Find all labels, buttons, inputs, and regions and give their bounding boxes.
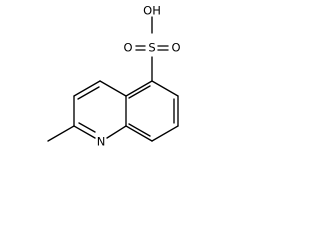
bond-c4a-c5 <box>125 80 153 97</box>
oxygen-right-label: O <box>171 41 180 55</box>
sulfur-label: S <box>148 41 155 55</box>
bond-c4a-c5-inner <box>128 85 151 99</box>
hydroxyl-label: OH <box>143 4 161 18</box>
bond-n1-c8a <box>106 125 127 139</box>
oxygen-left-label: O <box>123 41 132 55</box>
bond-c2-methyl <box>47 125 75 142</box>
bond-c8-c8a-inner <box>128 123 151 137</box>
bond-c3-c4-inner <box>77 86 100 100</box>
bond-c2-n1 <box>73 125 96 139</box>
bond-c5-c6 <box>151 80 179 97</box>
molecule-structure: OH S O O N <box>47 4 181 149</box>
bond-c3-c4 <box>73 80 101 97</box>
bond-c7-c8 <box>151 125 179 142</box>
nitrogen-label: N <box>97 135 106 149</box>
bond-c8-c8a <box>125 125 153 142</box>
bond-c4-c4a <box>99 80 127 97</box>
bond-c2-n1-inner <box>78 122 96 133</box>
